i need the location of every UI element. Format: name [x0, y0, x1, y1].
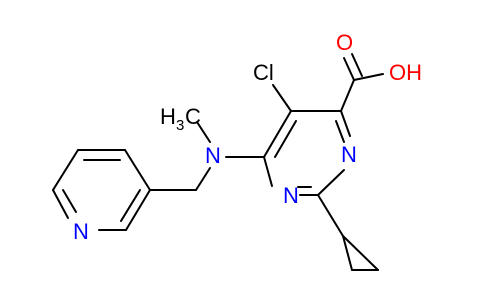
bond-carbonyl-1: [343, 57, 355, 81]
pyridine-ring: [52, 149, 151, 231]
bond-c2-cyclopropyl: [317, 194, 344, 237]
pyrimidine-ring: [263, 110, 351, 196]
bond-c4-n3: [340, 110, 351, 137]
bond-n-ch2: [195, 167, 211, 191]
bond-py-6: [125, 189, 151, 231]
bond-py-1: [124, 149, 151, 191]
bond-c6-c5: [263, 110, 292, 158]
bond-cp-2: [342, 235, 353, 271]
bond-py-3: [52, 149, 79, 191]
bond-c4-n3-double: [335, 120, 345, 143]
methyl-c-label: C: [185, 104, 201, 129]
bond-cp-1: [342, 235, 379, 271]
chlorine-label: Cl: [253, 60, 274, 85]
bond-n1-c6: [263, 156, 273, 187]
bond-c5-cl: [272, 84, 292, 112]
pyrimidine-n3-label: N: [341, 142, 357, 167]
pyrimidine-n1-label: N: [283, 183, 299, 208]
bond-c-oh: [353, 73, 384, 81]
carbonyl-oxygen-label: O: [336, 30, 353, 55]
methyl-subscript-label: 3: [176, 117, 184, 134]
methyl-h-label: H: [160, 104, 176, 129]
bond-n-methyl: [196, 121, 211, 143]
bond-py-6-double: [120, 189, 141, 222]
bond-n3-c2: [317, 169, 345, 196]
bond-c4-cooh: [340, 79, 355, 112]
pyridine-n-label: N: [73, 219, 89, 244]
bond-py-4: [52, 189, 69, 219]
amine-n-label: N: [205, 143, 221, 168]
hydroxyl-label: OH: [389, 60, 422, 85]
bond-py-4-double: [62, 189, 77, 213]
bond-c6-c5-double: [274, 120, 297, 158]
bond-carbonyl-2: [351, 53, 363, 77]
